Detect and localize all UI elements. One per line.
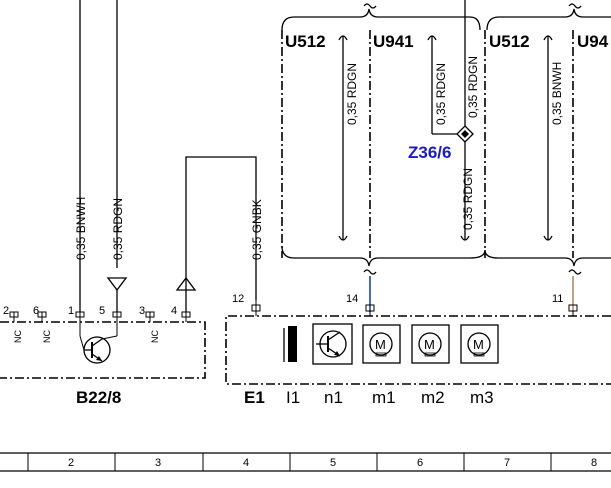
b22-module-label: B22/8 bbox=[76, 388, 121, 407]
grid-label-7: 7 bbox=[504, 457, 510, 469]
n1-transistor-icon bbox=[312, 323, 353, 365]
wire-gnbk-line[interactable] bbox=[185, 156, 257, 300]
component-label-m1: m1 bbox=[372, 388, 396, 407]
wire-label-rdgn-top: 0,35 RDGN bbox=[466, 56, 480, 118]
component-label-m3: m3 bbox=[470, 388, 494, 407]
splice-dot-icon bbox=[461, 130, 469, 138]
terminal-u512-bottom bbox=[338, 235, 348, 241]
grid-label-3: 3 bbox=[155, 457, 161, 469]
splice-label: Z36/6 bbox=[408, 143, 451, 162]
grid-label-2: 2 bbox=[68, 457, 74, 469]
pin-4-label: 4 bbox=[171, 305, 177, 317]
bracket-tilde-right bbox=[568, 3, 582, 9]
connector-u512-right: U512 bbox=[489, 32, 530, 51]
pin-3-label: 3 bbox=[139, 305, 145, 317]
component-label-n1: n1 bbox=[324, 388, 343, 407]
component-label-i1: I1 bbox=[286, 388, 300, 407]
e1-pin-markers bbox=[251, 300, 578, 316]
pin-6-label: 6 bbox=[33, 305, 39, 317]
b22-pin-markers bbox=[9, 311, 191, 322]
pin-12-label: 12 bbox=[232, 293, 244, 305]
e1-module-label: E1 bbox=[244, 388, 265, 407]
nc-label-pin6: NC bbox=[42, 330, 52, 343]
harness-bracket-left bbox=[281, 8, 481, 31]
bracket-tilde-bottom-right bbox=[568, 269, 582, 275]
pin-11-label: 11 bbox=[552, 293, 563, 305]
bracket-tilde-left bbox=[363, 3, 377, 9]
terminal-rdgn-bottom bbox=[460, 235, 470, 241]
wire-label-bnwh: 0,35 BNWH bbox=[74, 197, 88, 260]
harness-bracket-bottom bbox=[281, 245, 611, 267]
terminal-symbols bbox=[338, 35, 553, 48]
grid-label-4: 4 bbox=[243, 457, 249, 469]
component-label-m2: m2 bbox=[421, 388, 445, 407]
coil-icon bbox=[283, 326, 297, 362]
motor-m3-icon: M bbox=[460, 324, 499, 364]
grid-label-5: 5 bbox=[330, 457, 336, 469]
grid-label-8: 8 bbox=[591, 457, 597, 469]
terminal-u512-bnwh-bottom bbox=[543, 235, 553, 241]
e1-module-box bbox=[225, 315, 611, 385]
pin-2-label: 2 bbox=[3, 305, 9, 317]
connector-u512-left: U512 bbox=[285, 32, 326, 51]
wire-label-u512-bnwh: 0,35 BNWH bbox=[550, 62, 564, 125]
signal-arrow-down-icon bbox=[106, 277, 128, 292]
connector-u94-right: U94 bbox=[577, 32, 609, 51]
wire-label-gnbk: 0,35 GNBK bbox=[250, 199, 264, 260]
svg-text:M: M bbox=[473, 337, 484, 352]
harness-bracket-right bbox=[486, 8, 611, 31]
motor-m2-icon: M bbox=[411, 324, 450, 364]
grid-label-6: 6 bbox=[417, 457, 423, 469]
wire-label-rdgn-left: 0,35 RDGN bbox=[111, 198, 125, 260]
wire-label-u512-rdgn: 0,35 RDGN bbox=[345, 63, 359, 125]
pin-14-label: 14 bbox=[346, 293, 358, 305]
nc-label-pin2: NC bbox=[13, 330, 23, 343]
pin-5-label: 5 bbox=[99, 305, 105, 317]
svg-text:M: M bbox=[375, 337, 386, 352]
svg-text:M: M bbox=[424, 337, 435, 352]
pin-1-label: 1 bbox=[68, 305, 74, 317]
wire-label-rdgn-bottom: 0,35 RDGN bbox=[461, 168, 475, 230]
motor-m1-icon: M bbox=[362, 324, 401, 364]
wire-label-u941-rdgn: 0,35 RDGN bbox=[434, 63, 448, 125]
bracket-tilde-bottom-left bbox=[363, 269, 377, 275]
transistor-icon bbox=[79, 322, 118, 364]
b22-module-box bbox=[0, 321, 206, 379]
connector-u941-left: U941 bbox=[373, 32, 414, 51]
grid-strip bbox=[0, 452, 611, 472]
nc-label-pin3: NC bbox=[150, 330, 160, 343]
